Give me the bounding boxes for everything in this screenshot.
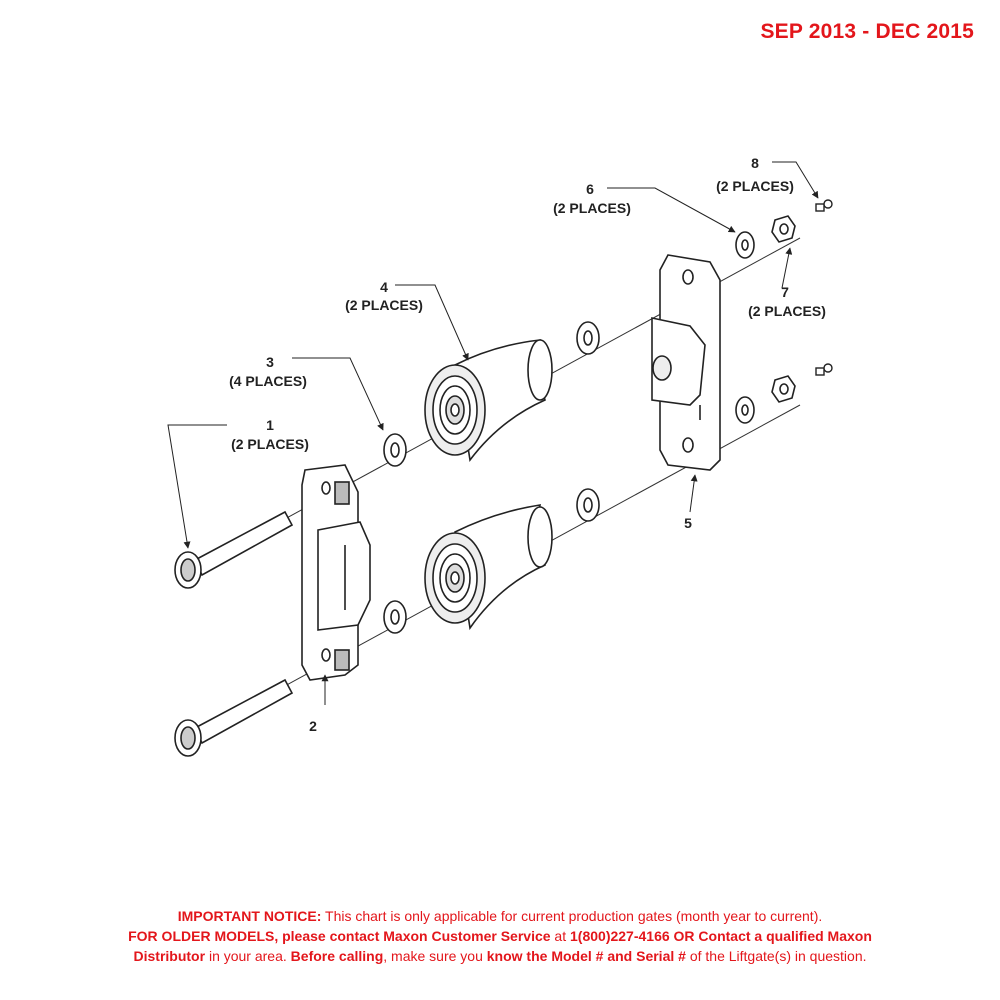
pins-part-1 — [174, 510, 294, 757]
callout-6-number: 6 — [586, 181, 594, 197]
notice-line-2: FOR OLDER MODELS, please contact Maxon C… — [128, 928, 872, 944]
left-bracket-part-2 — [301, 464, 371, 681]
grease-fittings-part-8 — [815, 199, 833, 376]
callout-5-number: 5 — [684, 515, 692, 531]
leader-lines — [167, 161, 819, 705]
washers-part-3 — [383, 321, 600, 634]
callout-5: 5 — [684, 515, 692, 531]
callout-8: 8 (2 PLACES) — [716, 155, 794, 194]
callout-7: 7 (2 PLACES) — [748, 284, 826, 319]
callout-2-number: 2 — [309, 718, 317, 734]
callout-6-qty: (2 PLACES) — [553, 200, 631, 216]
callout-8-number: 8 — [751, 155, 759, 171]
callout-6: 6 (2 PLACES) — [553, 181, 631, 216]
callout-3-number: 3 — [266, 354, 274, 370]
callout-1-number: 1 — [266, 417, 274, 433]
notice-line-3: Distributor in your area. Before calling… — [133, 948, 867, 964]
callout-7-number: 7 — [781, 284, 789, 300]
flat-washers-part-6 — [735, 231, 755, 424]
callout-8-qty: (2 PLACES) — [716, 178, 794, 194]
callout-3: 3 (4 PLACES) — [229, 354, 307, 389]
notice-line-1: IMPORTANT NOTICE: This chart is only app… — [177, 908, 823, 924]
lower-roller-part-4 — [424, 504, 553, 631]
callout-4-number: 4 — [380, 279, 388, 295]
callout-4-qty: (2 PLACES) — [345, 297, 423, 313]
callout-3-qty: (4 PLACES) — [229, 373, 307, 389]
right-bracket-part-5 — [651, 254, 721, 471]
date-range-header: SEP 2013 - DEC 2015 — [760, 20, 974, 43]
upper-roller-part-4 — [424, 339, 553, 462]
callout-2: 2 — [309, 718, 317, 734]
callout-1-qty: (2 PLACES) — [231, 436, 309, 452]
callout-1: 1 (2 PLACES) — [231, 417, 309, 452]
important-notice: IMPORTANT NOTICE: This chart is only app… — [40, 906, 960, 966]
callout-4: 4 (2 PLACES) — [345, 279, 423, 313]
callout-7-qty: (2 PLACES) — [748, 303, 826, 319]
nuts-part-7 — [771, 215, 796, 403]
